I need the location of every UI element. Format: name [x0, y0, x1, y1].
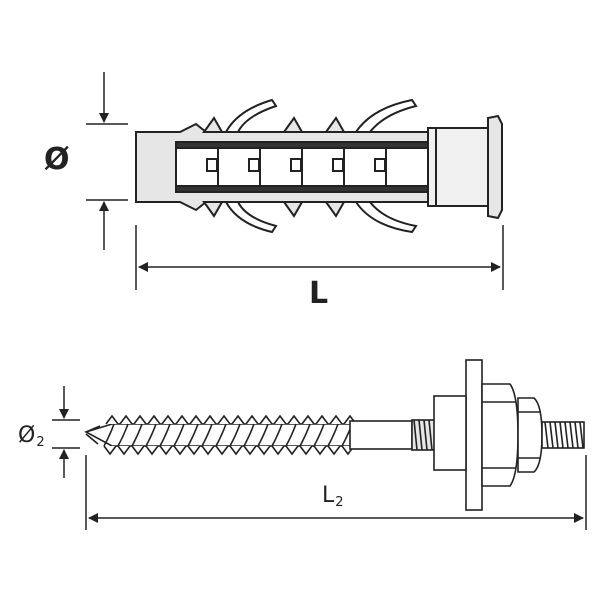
metric-thread-line	[544, 421, 549, 449]
thread-turn	[215, 414, 231, 456]
plug-bottom-teeth	[202, 201, 346, 218]
screw-length-label: L2	[322, 483, 344, 510]
lock-nut	[517, 397, 543, 473]
metric-thread-line	[564, 421, 569, 449]
metric-thread-line	[423, 419, 428, 451]
plug-top-wings	[224, 98, 418, 133]
thread-turn	[173, 414, 189, 456]
metric-thread-line	[413, 419, 418, 451]
thread-turn	[201, 414, 217, 456]
plug-top-teeth	[202, 116, 346, 133]
screw-diameter-label: Ø2	[18, 423, 45, 450]
plug-segments	[206, 148, 387, 186]
hex-nut	[481, 383, 519, 487]
bolt-shank	[349, 420, 413, 450]
plug-length-label: L	[309, 276, 329, 311]
metric-thread-line	[428, 419, 433, 451]
metric-thread-line	[579, 421, 584, 449]
plug-head	[487, 114, 503, 220]
thread-turn	[285, 414, 301, 456]
screw-tip	[85, 425, 101, 445]
plug-dimension-lines	[86, 72, 504, 290]
metric-thread-line	[559, 421, 564, 449]
thread-turn	[145, 414, 161, 456]
plug-diameter-label: Ø	[44, 142, 70, 177]
thread-turn	[243, 414, 259, 456]
thread-turn	[131, 414, 147, 456]
sealing-washer	[465, 359, 483, 511]
thread-turn	[327, 414, 343, 456]
metric-thread-line	[549, 421, 554, 449]
metric-thread-line	[574, 421, 579, 449]
thread-turn	[257, 414, 273, 456]
thread-turn	[271, 414, 287, 456]
metric-thread-line	[418, 419, 423, 451]
rubber-seal	[433, 395, 467, 471]
hanger-bolt	[83, 359, 585, 511]
thread-turn	[299, 414, 315, 456]
metric-thread-line	[554, 421, 559, 449]
screw-dimension-lines	[52, 386, 587, 530]
screw-threads	[85, 414, 357, 456]
thread-turn	[229, 414, 245, 456]
thread-turn	[313, 414, 329, 456]
thread-turn	[187, 414, 203, 456]
thread-turn	[159, 414, 175, 456]
metric-thread-line	[569, 421, 574, 449]
thread-turn	[117, 414, 133, 456]
plug-bottom-wings	[224, 201, 418, 234]
wall-plug	[135, 98, 503, 234]
thread-turn	[103, 414, 119, 456]
